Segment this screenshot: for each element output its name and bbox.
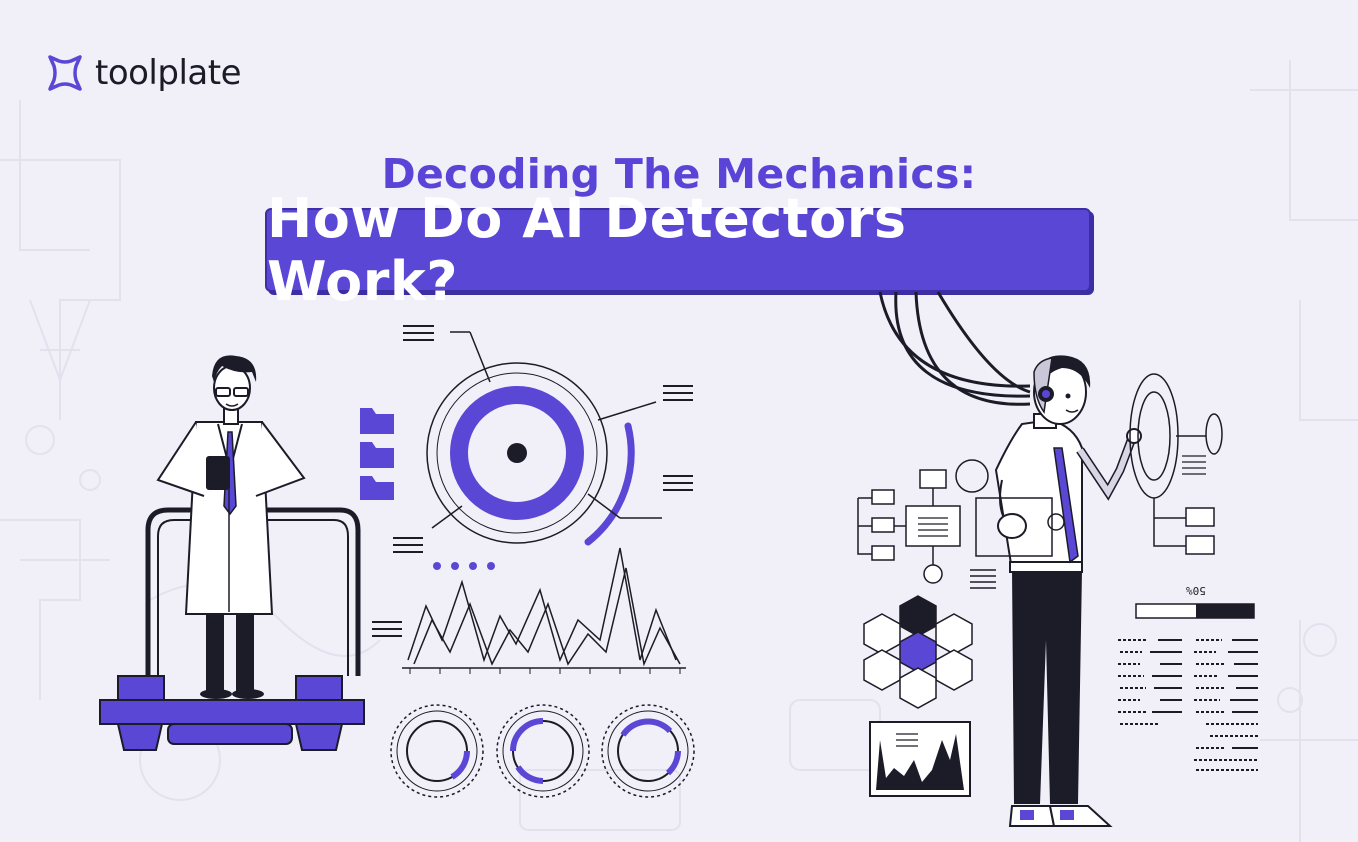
hologram-panel <box>955 459 1065 557</box>
brand-name: toolplate <box>95 53 242 93</box>
dial-icon <box>426 331 662 546</box>
menu-lines <box>372 325 693 637</box>
folder-icon <box>360 408 394 500</box>
dots <box>433 562 495 570</box>
ring-gauge <box>390 704 695 798</box>
page-title: How Do AI Detectors Work? <box>267 187 907 313</box>
code-lines <box>1118 639 1258 771</box>
progress-label: 50% <box>1186 584 1206 597</box>
oval-shapes <box>1129 373 1223 555</box>
logo-icon <box>48 55 82 91</box>
cables <box>878 291 1031 406</box>
page-subtitle: Decoding The Mechanics: <box>381 150 977 198</box>
progress-bar <box>1135 603 1255 619</box>
mini-chart-icon <box>869 721 971 797</box>
flowchart-icon <box>857 469 961 584</box>
menu-lines <box>970 569 996 589</box>
logo[interactable]: toolplate <box>45 52 242 94</box>
hexagon-grid <box>863 595 973 709</box>
waveform-chart <box>402 547 686 674</box>
title-banner: How Do AI Detectors Work? <box>265 187 1091 313</box>
scientist-figure <box>99 355 365 751</box>
robot-figure <box>994 355 1142 827</box>
